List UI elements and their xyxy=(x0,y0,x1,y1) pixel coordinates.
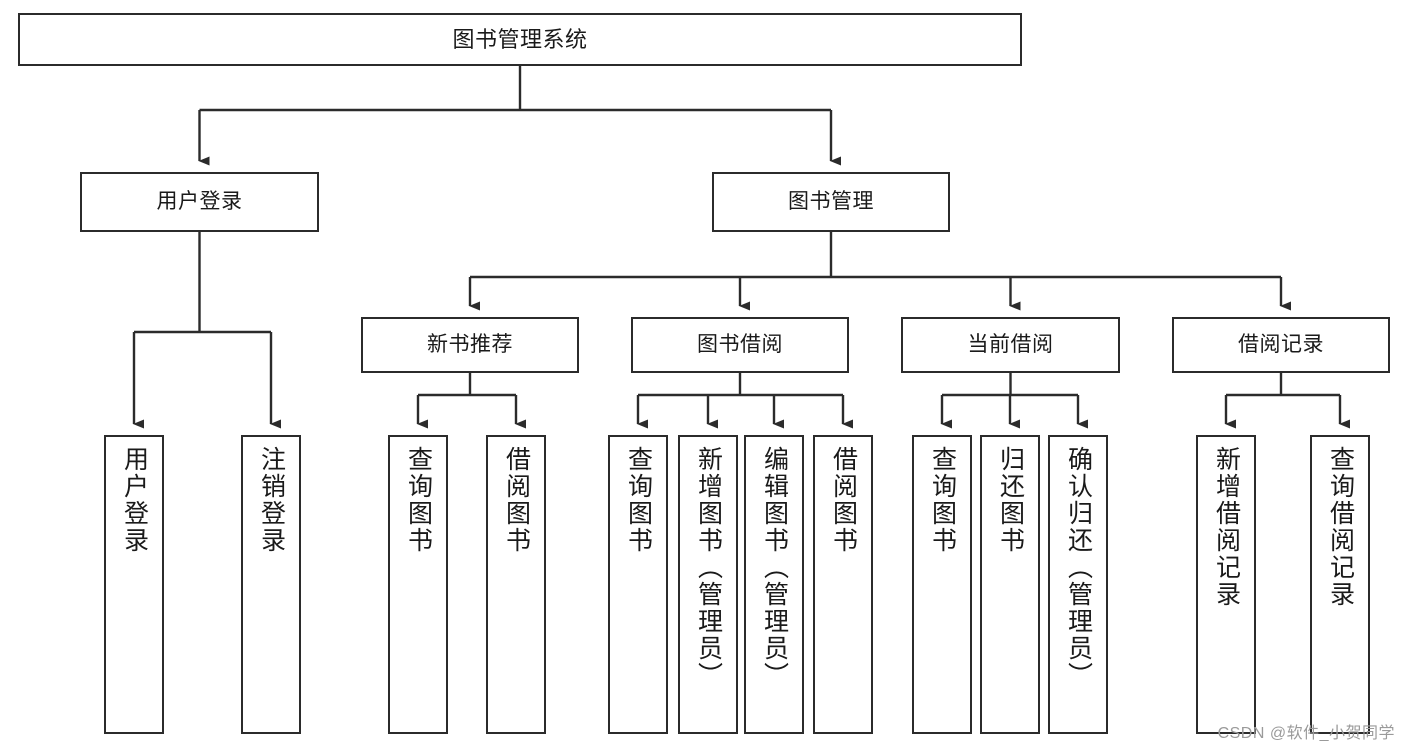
node-leaf-query-book-1-label: 查询图书 xyxy=(404,446,433,554)
node-leaf-logout[interactable]: 注销登录 xyxy=(241,435,301,734)
node-root[interactable]: 图书管理系统 xyxy=(18,13,1022,66)
node-current-borrowing-label: 当前借阅 xyxy=(967,332,1054,356)
node-user-login-label: 用户登录 xyxy=(156,189,243,213)
node-new-book-recommendation[interactable]: 新书推荐 xyxy=(361,317,579,373)
node-leaf-user-login[interactable]: 用户登录 xyxy=(104,435,164,734)
node-book-management-label: 图书管理 xyxy=(788,189,874,213)
node-leaf-query-book-2[interactable]: 查询图书 xyxy=(608,435,668,734)
node-leaf-query-borrow-record[interactable]: 查询借阅记录 xyxy=(1310,435,1370,734)
node-leaf-add-borrow-record[interactable]: 新增借阅记录 xyxy=(1196,435,1256,734)
node-root-label: 图书管理系统 xyxy=(452,26,588,52)
node-leaf-confirm-return-label: 确认归还（管理员） xyxy=(1064,446,1093,689)
node-leaf-confirm-return[interactable]: 确认归还（管理员） xyxy=(1048,435,1108,734)
node-leaf-user-login-label: 用户登录 xyxy=(120,446,149,554)
node-leaf-query-book-3[interactable]: 查询图书 xyxy=(912,435,972,734)
node-leaf-query-book-3-label: 查询图书 xyxy=(928,446,957,554)
node-borrowing-record-label: 借阅记录 xyxy=(1238,332,1324,356)
node-book-borrowing-label: 图书借阅 xyxy=(697,332,783,356)
node-leaf-add-borrow-record-label: 新增借阅记录 xyxy=(1212,446,1241,608)
node-book-management[interactable]: 图书管理 xyxy=(712,172,950,232)
csdn-watermark: CSDN @软件_小贺同学 xyxy=(1217,725,1395,742)
node-leaf-query-borrow-record-label: 查询借阅记录 xyxy=(1326,446,1355,608)
node-leaf-query-book-1[interactable]: 查询图书 xyxy=(388,435,448,734)
node-leaf-borrow-book-1[interactable]: 借阅图书 xyxy=(486,435,546,734)
node-leaf-add-book[interactable]: 新增图书（管理员） xyxy=(678,435,738,734)
node-user-login[interactable]: 用户登录 xyxy=(80,172,319,232)
node-leaf-borrow-book-1-label: 借阅图书 xyxy=(502,446,531,554)
node-leaf-query-book-2-label: 查询图书 xyxy=(624,446,653,554)
node-leaf-borrow-book-2-label: 借阅图书 xyxy=(829,446,858,554)
node-current-borrowing[interactable]: 当前借阅 xyxy=(901,317,1120,373)
node-leaf-borrow-book-2[interactable]: 借阅图书 xyxy=(813,435,873,734)
node-leaf-edit-book[interactable]: 编辑图书（管理员） xyxy=(744,435,804,734)
node-leaf-return-book-label: 归还图书 xyxy=(996,446,1025,554)
node-leaf-add-book-label: 新增图书（管理员） xyxy=(694,446,723,689)
node-leaf-edit-book-label: 编辑图书（管理员） xyxy=(760,446,789,689)
node-leaf-return-book[interactable]: 归还图书 xyxy=(980,435,1040,734)
node-new-book-recommendation-label: 新书推荐 xyxy=(427,332,513,356)
node-book-borrowing[interactable]: 图书借阅 xyxy=(631,317,849,373)
node-borrowing-record[interactable]: 借阅记录 xyxy=(1172,317,1390,373)
node-leaf-logout-label: 注销登录 xyxy=(257,446,286,554)
